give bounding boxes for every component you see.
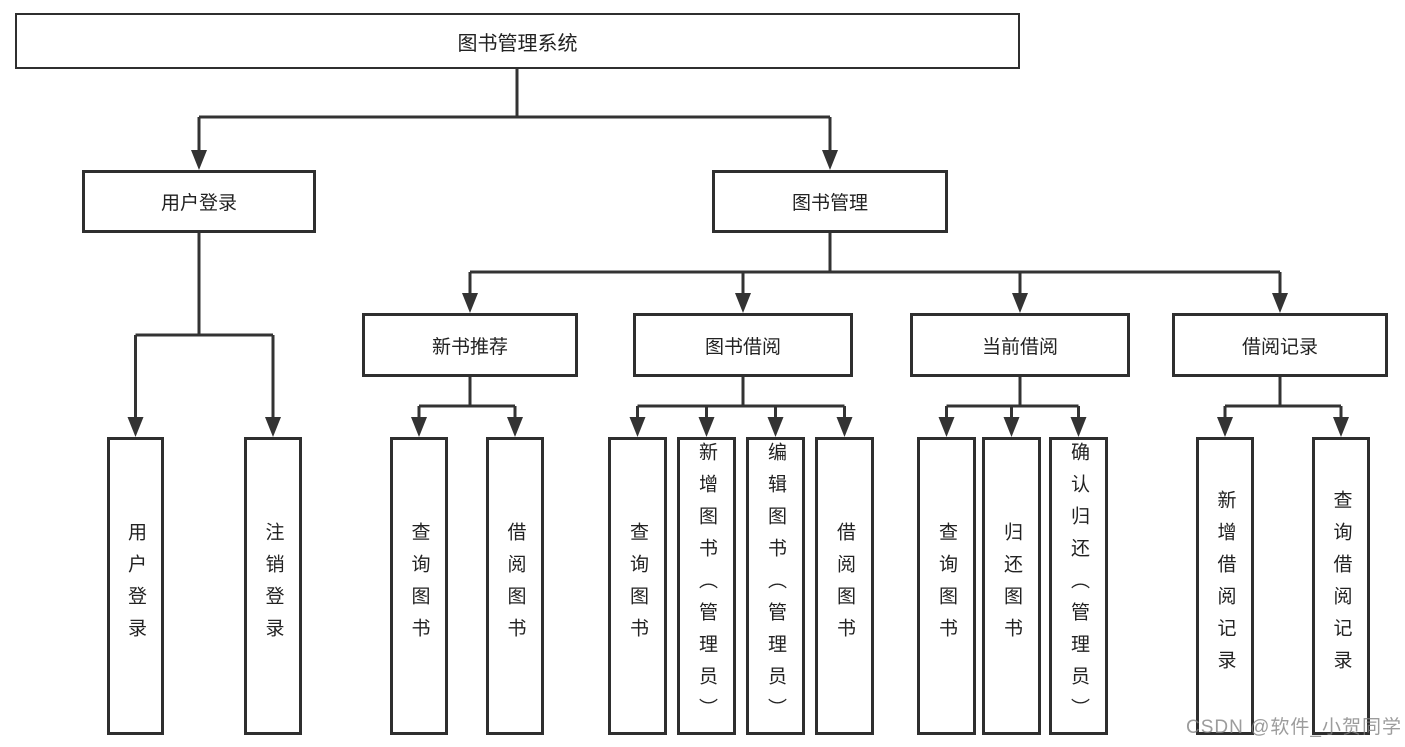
node-query-borrow-record: 查询借阅记录 (1312, 437, 1370, 735)
node-query-books-current: 查询图书 (917, 437, 976, 735)
node-confirm-return-admin: 确认归还（管理员） (1049, 437, 1108, 735)
node-label: 注销登录 (262, 522, 284, 650)
node-library-system: 图书管理系统 (15, 13, 1020, 69)
arrowhead (629, 417, 646, 437)
node-label: 查询图书 (408, 522, 430, 650)
node-query-books-recommend: 查询图书 (390, 437, 448, 735)
node-label: 查询借阅记录 (1330, 490, 1352, 682)
node-borrow-books-recommend: 借阅图书 (486, 437, 544, 735)
connector-new-book-recommend-children (411, 377, 523, 437)
node-add-borrow-record: 新增借阅记录 (1196, 437, 1254, 735)
connector-root-to-level2 (191, 69, 838, 170)
node-label: 借阅记录 (1241, 336, 1318, 358)
node-book-management: 图书管理 (712, 170, 948, 233)
node-label: 新书推荐 (431, 336, 508, 358)
node-label: 图书管理 (791, 193, 868, 214)
arrowhead (411, 417, 427, 437)
node-borrow-books-borrowing: 借阅图书 (815, 437, 874, 735)
connector-book-borrowing-children (629, 377, 853, 437)
node-user-login: 用户登录 (82, 170, 316, 233)
node-label: 借阅图书 (504, 522, 526, 650)
connector-borrowing-records-children (1217, 377, 1349, 437)
node-label: 查询图书 (936, 522, 957, 650)
node-add-books-admin: 新增图书（管理员） (677, 437, 736, 735)
node-query-books-borrowing: 查询图书 (608, 437, 667, 735)
node-label: 查询图书 (627, 522, 648, 650)
node-label: 新增图书（管理员） (696, 442, 717, 730)
node-label: 图书借阅 (704, 336, 781, 358)
arrowhead (191, 150, 207, 170)
node-label: 编辑图书（管理员） (765, 442, 786, 730)
connector-user-login-children (127, 233, 281, 437)
node-label: 新增借阅记录 (1214, 490, 1236, 682)
arrowhead (698, 417, 715, 437)
node-return-books: 归还图书 (982, 437, 1041, 735)
arrowhead (836, 417, 853, 437)
arrowhead (822, 150, 838, 170)
arrowhead (767, 417, 784, 437)
node-user-login-leaf: 用户登录 (107, 437, 164, 735)
arrowhead (1272, 293, 1288, 313)
node-edit-books-admin: 编辑图书（管理员） (746, 437, 805, 735)
arrowhead (1003, 417, 1020, 437)
watermark-text: CSDN @软件_小贺同学 (1186, 717, 1402, 738)
arrowhead (462, 293, 478, 313)
arrowhead (1070, 417, 1087, 437)
node-label: 归还图书 (1001, 522, 1022, 650)
node-current-borrowing: 当前借阅 (910, 313, 1130, 377)
arrowhead (507, 417, 523, 437)
arrowhead (1217, 417, 1233, 437)
node-label: 借阅图书 (834, 522, 855, 650)
node-label: 用户登录 (125, 522, 146, 650)
node-book-borrowing: 图书借阅 (633, 313, 853, 377)
connector-current-borrowing-children (938, 377, 1087, 437)
node-label: 当前借阅 (981, 336, 1058, 358)
connector-book-management-children (462, 233, 1288, 313)
arrowhead (735, 293, 751, 313)
node-borrowing-records: 借阅记录 (1172, 313, 1388, 377)
arrowhead (938, 417, 955, 437)
node-label: 用户登录 (160, 193, 237, 214)
arrowhead (1012, 293, 1028, 313)
node-new-book-recommend: 新书推荐 (362, 313, 578, 377)
arrowhead (127, 417, 144, 437)
arrowhead (265, 417, 281, 437)
node-logout: 注销登录 (244, 437, 302, 735)
node-label: 图书管理系统 (457, 32, 578, 55)
node-label: 确认归还（管理员） (1068, 442, 1089, 730)
arrowhead (1333, 417, 1349, 437)
